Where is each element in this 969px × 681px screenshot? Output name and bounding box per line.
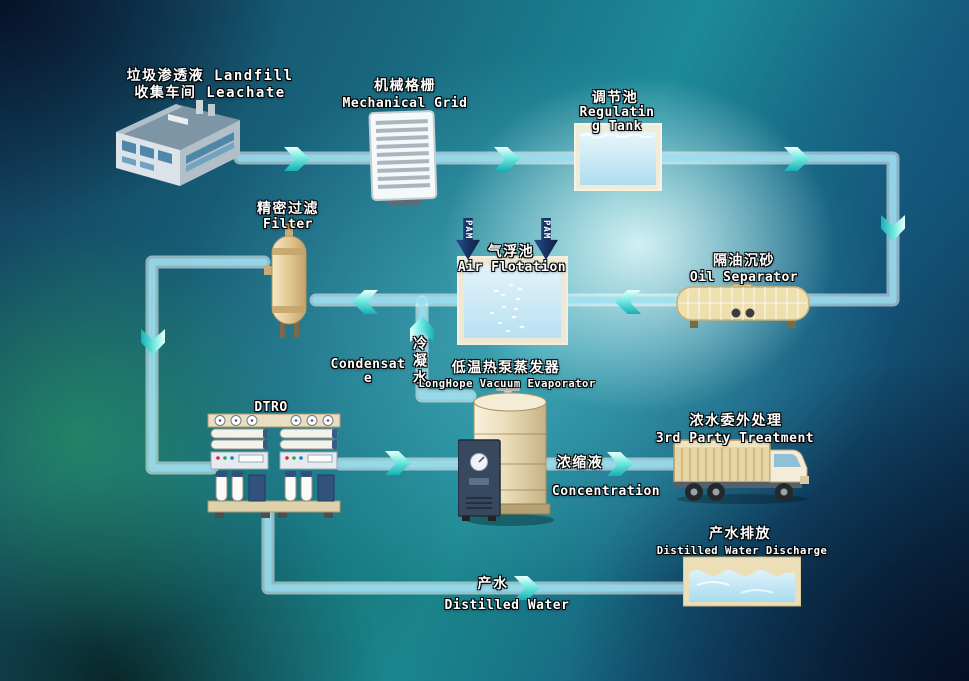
oil-separator-illustration <box>676 284 810 332</box>
oil-separator-label-zh: 隔油沉砂 <box>713 253 775 269</box>
discharge-pool-icon <box>683 556 801 607</box>
dtro-label: DTRO <box>254 400 288 415</box>
concentration-label-en: Concentration <box>551 484 661 499</box>
air-flotation-illustration <box>456 251 569 346</box>
discharge-pool-illustration <box>683 555 801 608</box>
discharge-label-en: Distilled Water Discharge <box>656 545 828 557</box>
third-party-label-en: 3rd Party Treatment <box>655 431 815 446</box>
truck-icon <box>673 439 809 504</box>
evaporator-icon <box>458 386 554 526</box>
oil-separator-label-en: Oil Separator <box>689 270 799 285</box>
pipe-condensate-inner <box>418 298 474 400</box>
grid-label-en: Mechanical Grid <box>342 96 468 111</box>
concentration-label-zh: 浓缩液 <box>556 455 604 471</box>
air-flotation-label-zh: 气浮池 <box>487 244 535 260</box>
grid-label-zh: 机械格栅 <box>374 78 436 94</box>
condensate-label-en: Condensate <box>330 357 406 386</box>
distilled-water-label-en: Distilled Water <box>444 598 570 613</box>
filter-label-zh: 精密过滤 <box>257 201 319 217</box>
factory-icon <box>116 100 240 186</box>
condensate-label-zh: 冷凝水 <box>411 336 427 387</box>
oil-separator-icon <box>676 284 810 328</box>
third-party-label-zh: 浓水委外处理 <box>689 413 783 429</box>
dtro-unit-icon <box>207 413 341 518</box>
evaporator-label-en: LongHope Vacuum Evaporator <box>418 378 596 390</box>
dtro-unit-illustration <box>205 412 343 519</box>
air-flotation-icon <box>457 256 568 345</box>
filter-icon <box>264 224 307 338</box>
tank-label-en: Regulating Tank <box>579 105 655 134</box>
mechanical-grid-icon <box>368 110 438 206</box>
pipe-distilled-water-inner <box>264 508 694 592</box>
filter-illustration <box>260 224 318 344</box>
distilled-water-label-zh: 产水 <box>477 576 509 592</box>
pam-label: PAM <box>541 220 551 240</box>
truck-illustration <box>672 436 814 506</box>
regulating-tank-illustration <box>573 122 663 192</box>
collection-label: 垃圾渗透液 Landfill 收集车间 Leachate <box>127 68 294 102</box>
factory-illustration <box>112 98 244 188</box>
tank-label-zh: 调节池 <box>591 90 639 106</box>
evaporator-illustration <box>458 386 556 528</box>
air-flotation-label-en: Air Flotation <box>457 260 567 275</box>
regulating-tank-icon <box>574 123 662 191</box>
evaporator-label-zh: 低温热泵蒸发器 <box>451 360 561 376</box>
pipe-filter-to-dtro-inner <box>148 258 268 472</box>
mechanical-grid-illustration <box>368 110 440 207</box>
filter-label-en: Filter <box>263 217 313 232</box>
collection-label-line2: 收集车间 Leachate <box>134 85 286 101</box>
pam-label: PAM <box>463 220 473 240</box>
discharge-label-zh: 产水排放 <box>709 526 771 542</box>
collection-label-line1: 垃圾渗透液 Landfill <box>126 68 294 84</box>
